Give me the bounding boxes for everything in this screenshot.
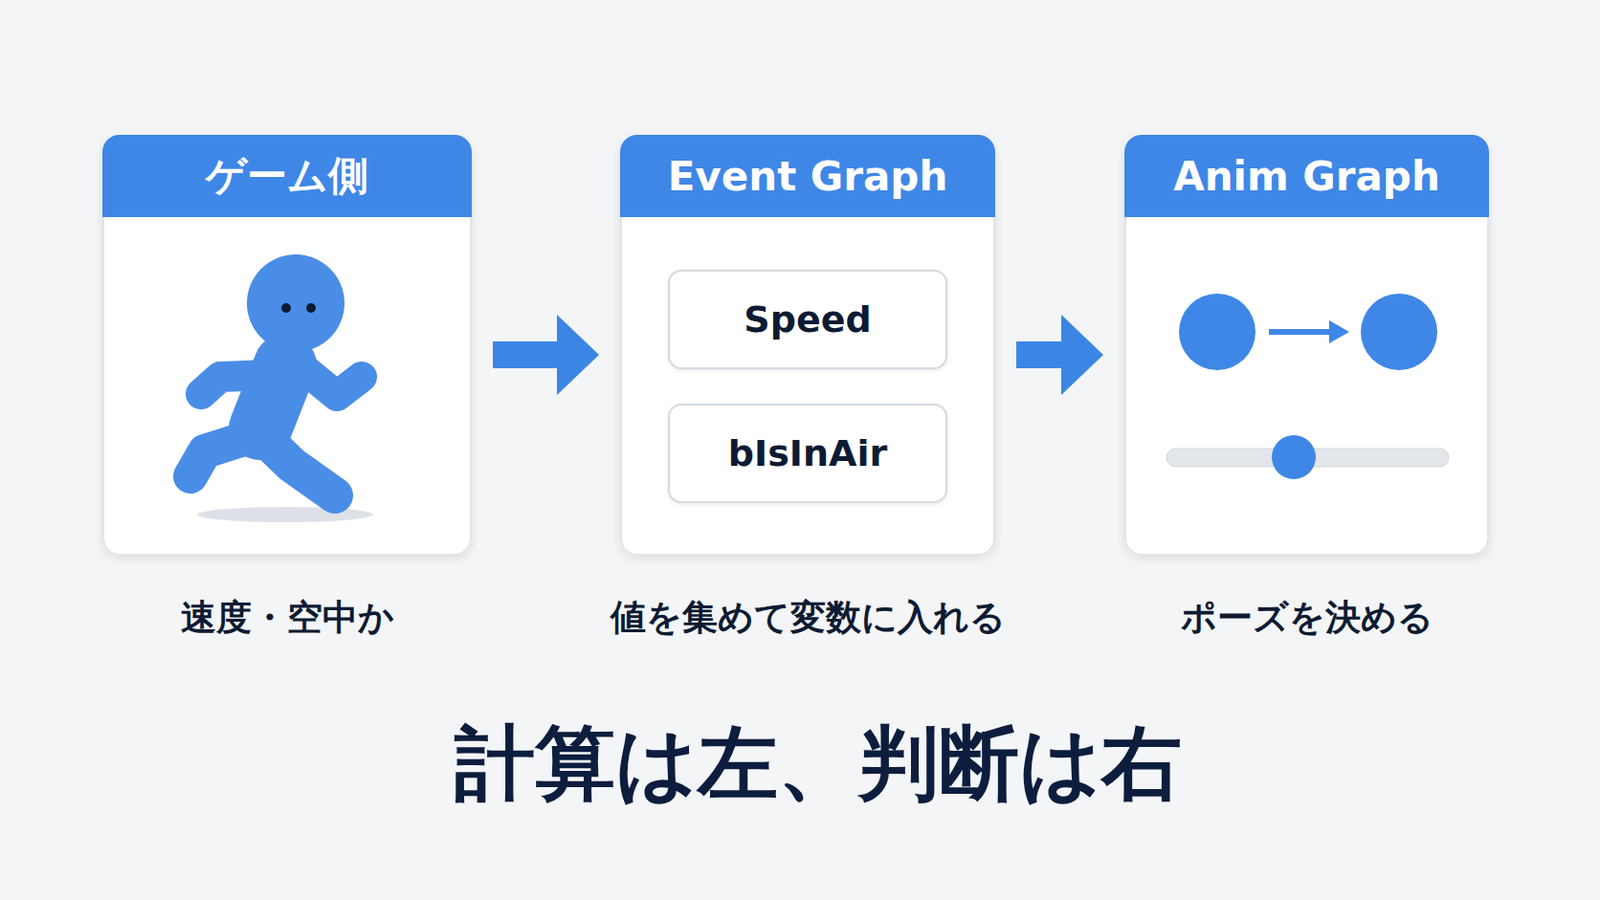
- card-title: ゲーム側: [205, 149, 369, 203]
- flow-arrow: [1016, 341, 1062, 369]
- card-note: ポーズを決める: [1180, 597, 1434, 639]
- card-title: Anim Graph: [1173, 153, 1441, 200]
- card-note-row: 速度・空中か: [66, 594, 509, 643]
- card-header: ゲーム側: [102, 134, 472, 218]
- card-note: 値を集めて変数に入れる: [610, 597, 1006, 639]
- state-machine-icon: [1178, 293, 1438, 371]
- card-note: 速度・空中か: [180, 597, 395, 639]
- variable-box: Speed: [667, 269, 948, 370]
- slider-knob: [1271, 435, 1316, 480]
- graph-card: ゲーム側速度・空中か: [102, 134, 472, 556]
- graph-card: Event Graph値を集めて変数に入れるSpeedbIsInAir: [620, 134, 996, 556]
- card-header: Anim Graph: [1124, 134, 1489, 218]
- variable-name: bIsInAir: [728, 432, 888, 475]
- card-note-row: ポーズを決める: [1088, 594, 1526, 643]
- flow-arrow: [492, 341, 557, 369]
- state-circle: [1178, 293, 1256, 371]
- card-grounds: [102, 134, 1489, 556]
- runner-eye: [281, 303, 291, 313]
- caption-row: 計算は左、判断は右: [0, 710, 1600, 820]
- card-note-row: 値を集めて変数に入れる: [583, 594, 1032, 643]
- card-title: Event Graph: [667, 153, 949, 200]
- state-circle: [1360, 293, 1438, 371]
- runner-front-leg: [264, 438, 335, 496]
- card-ground: [102, 134, 472, 556]
- runner-shadow: [197, 507, 374, 523]
- blend-slider: [1166, 435, 1449, 480]
- runner-front-arm: [304, 369, 362, 397]
- transition-line: [1268, 329, 1334, 335]
- caption: 計算は左、判断は右: [454, 716, 1182, 811]
- graph-card: Anim Graphポーズを決める: [1124, 134, 1489, 556]
- runner-head: [246, 254, 345, 353]
- variable-box: bIsInAir: [667, 403, 948, 504]
- card-ground: [620, 134, 996, 556]
- runner-torso: [260, 365, 286, 429]
- card-ground: [1124, 134, 1489, 556]
- variable-name: Speed: [743, 298, 871, 341]
- runner-eye: [306, 303, 316, 313]
- transition-head: [1329, 320, 1350, 344]
- runner-figure: [190, 254, 374, 523]
- card-header: Event Graph: [620, 134, 996, 218]
